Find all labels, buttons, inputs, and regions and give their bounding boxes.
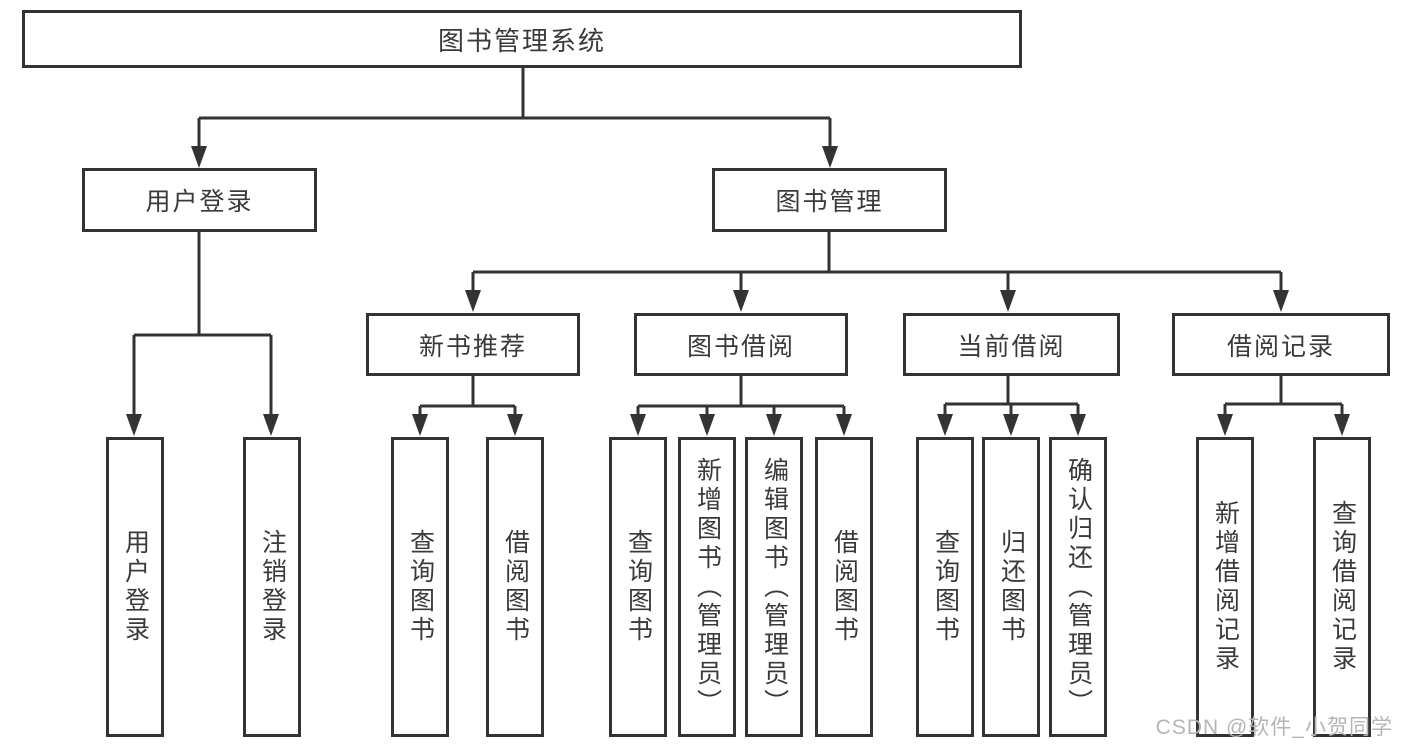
node-add-books-admin: 新增图书（管理员） bbox=[678, 437, 736, 737]
node-query-books-current: 查询图书 bbox=[916, 437, 974, 737]
node-logout: 注销登录 bbox=[243, 437, 301, 737]
node-book-management: 图书管理 bbox=[712, 168, 947, 232]
node-query-books-recommend: 查询图书 bbox=[391, 437, 449, 737]
node-new-book-recommend: 新书推荐 bbox=[366, 313, 580, 376]
node-borrow-books-recommend: 借阅图书 bbox=[486, 437, 544, 737]
node-borrow-records: 借阅记录 bbox=[1172, 313, 1390, 376]
watermark: CSDN @软件_小贺同学 bbox=[1155, 716, 1393, 739]
node-user-login-leaf: 用户登录 bbox=[106, 437, 164, 737]
node-query-borrow-record: 查询借阅记录 bbox=[1313, 437, 1371, 737]
node-query-books-borrow: 查询图书 bbox=[609, 437, 667, 737]
node-return-books: 归还图书 bbox=[982, 437, 1040, 737]
node-confirm-return-admin: 确认归还（管理员） bbox=[1049, 437, 1107, 737]
node-borrow-books: 借阅图书 bbox=[815, 437, 873, 737]
node-current-borrow: 当前借阅 bbox=[903, 313, 1120, 376]
node-user-login: 用户登录 bbox=[82, 168, 317, 232]
node-book-borrow: 图书借阅 bbox=[634, 313, 848, 376]
node-edit-books-admin: 编辑图书（管理员） bbox=[745, 437, 803, 737]
node-add-borrow-record: 新增借阅记录 bbox=[1196, 437, 1254, 737]
node-root: 图书管理系统 bbox=[22, 10, 1022, 68]
